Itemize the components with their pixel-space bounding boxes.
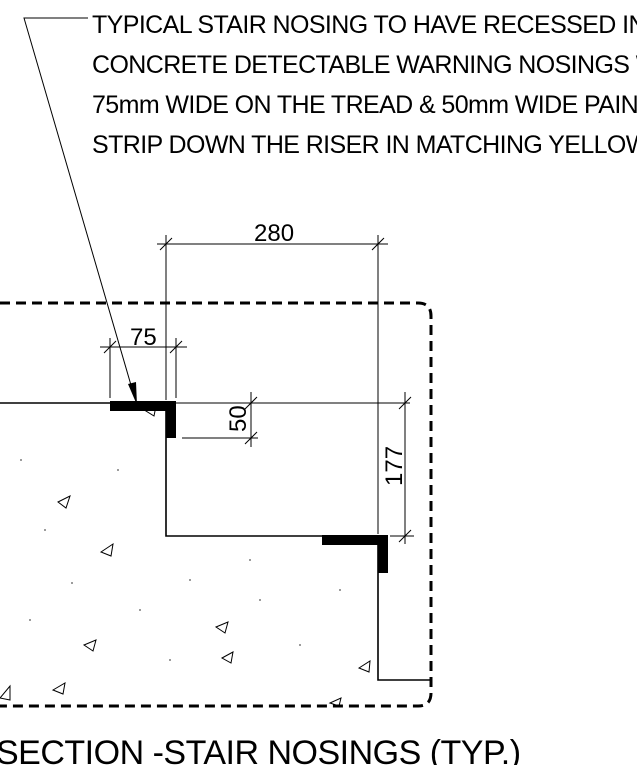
note-line-3: 75mm WIDE ON THE TREAD & 50mm WIDE PAINT (92, 91, 637, 119)
dimension-280: 280 (157, 220, 388, 534)
dimension-177-label: 177 (381, 446, 408, 486)
concrete-hatch (0, 405, 371, 707)
leader-arrowhead (128, 382, 137, 405)
lower-nosing (322, 535, 388, 573)
dimension-177: 177 (381, 392, 414, 544)
note-line-1: TYPICAL STAIR NOSING TO HAVE RECESSED IN (92, 11, 637, 39)
upper-nosing (110, 401, 176, 438)
note-leader (23, 17, 137, 405)
detail-boundary (0, 301, 433, 708)
dimension-50-label: 50 (225, 405, 252, 432)
note-line-4: STRIP DOWN THE RISER IN MATCHING YELLOW (92, 131, 637, 159)
dimension-75: 75 (100, 324, 187, 398)
section-title: SECTION -STAIR NOSINGS (TYP.) (0, 734, 521, 765)
dimension-75-label: 75 (130, 324, 157, 351)
note-line-2: CONCRETE DETECTABLE WARNING NOSINGS W/ (92, 51, 637, 79)
nosing-note: TYPICAL STAIR NOSING TO HAVE RECESSED IN… (92, 11, 637, 159)
dimension-280-label: 280 (254, 220, 294, 247)
dimension-50: 50 (182, 392, 258, 447)
